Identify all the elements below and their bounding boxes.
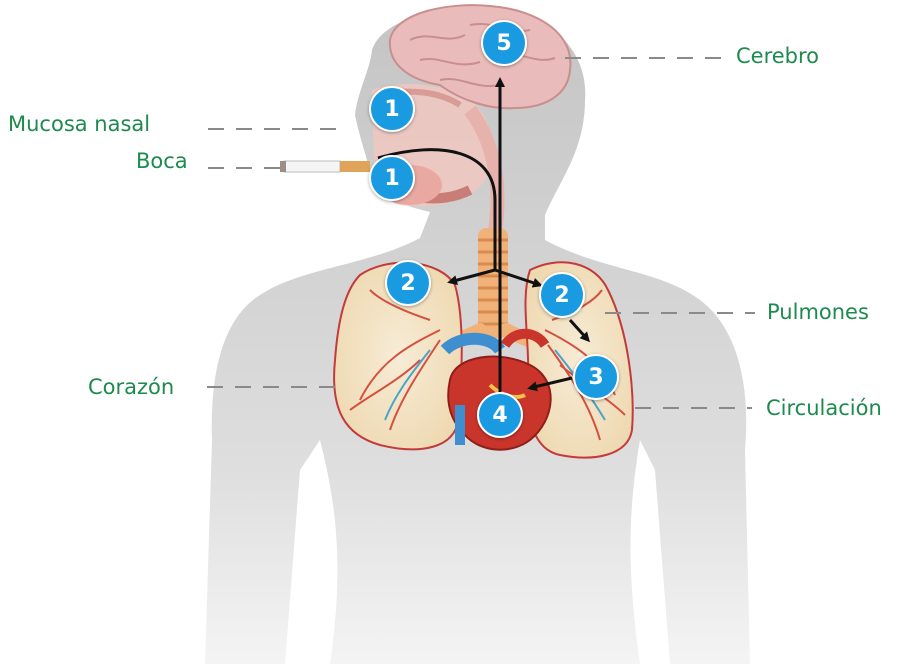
- label-boca: Boca: [136, 151, 188, 172]
- label-corazon: Corazón: [88, 377, 174, 398]
- step-badge-brain: 5: [481, 20, 527, 66]
- label-circulacion: Circulación: [766, 398, 882, 419]
- step-badge-mouth: 1: [369, 155, 415, 201]
- step-badge-blood: 3: [573, 354, 619, 400]
- label-mucosa-nasal: Mucosa nasal: [8, 114, 150, 135]
- cigarette-icon: [280, 161, 370, 172]
- label-cerebro: Cerebro: [736, 46, 819, 67]
- step-badge-right-lung: 2: [539, 272, 585, 318]
- step-badge-left-lung: 2: [385, 260, 431, 306]
- step-badge-heart: 4: [477, 392, 523, 438]
- label-pulmones: Pulmones: [767, 302, 869, 323]
- step-badge-nasal: 1: [369, 86, 415, 132]
